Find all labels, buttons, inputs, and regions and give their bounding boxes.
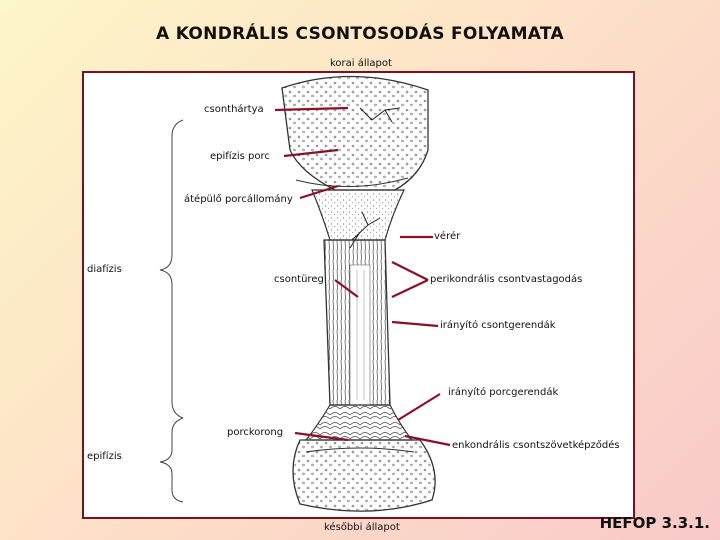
pointer-iranyito-porc xyxy=(398,394,440,420)
label-epifizis-porc: epifízis porc xyxy=(210,151,270,162)
diafizis-bracket xyxy=(160,120,183,418)
label-epifizis: epifízis xyxy=(87,451,122,462)
bottom-caption: későbbi állapot xyxy=(324,522,400,533)
pointer-perikondralis-2 xyxy=(392,280,428,297)
top-caption: korai állapot xyxy=(330,58,392,69)
label-enkondralis: enkondrális csontszövetképződés xyxy=(452,440,620,451)
label-csonthartya: csonthártya xyxy=(204,104,264,115)
epifizis-bracket xyxy=(160,418,183,502)
label-iranyito-porc: irányító porcgerendák xyxy=(448,387,558,398)
label-csontureg: csontüreg xyxy=(274,274,324,285)
upper-metaphysis xyxy=(312,190,404,240)
upper-epiphysis xyxy=(282,76,428,190)
label-iranyito-csont: irányító csontgerendák xyxy=(440,320,556,331)
label-porckorong: porckorong xyxy=(227,427,283,438)
label-perikondralis: perikondrális csontvastagodás xyxy=(430,274,582,285)
label-verer: vérér xyxy=(434,231,460,242)
pointer-iranyito-csont xyxy=(392,322,438,326)
label-diafizis: diafízis xyxy=(87,264,122,275)
pointer-perikondralis-1 xyxy=(392,262,428,280)
lower-metaphysis xyxy=(306,405,412,440)
label-atepulo: átépülő porcállomány xyxy=(184,194,293,205)
footer-code: HEFOP 3.3.1. xyxy=(600,514,710,532)
